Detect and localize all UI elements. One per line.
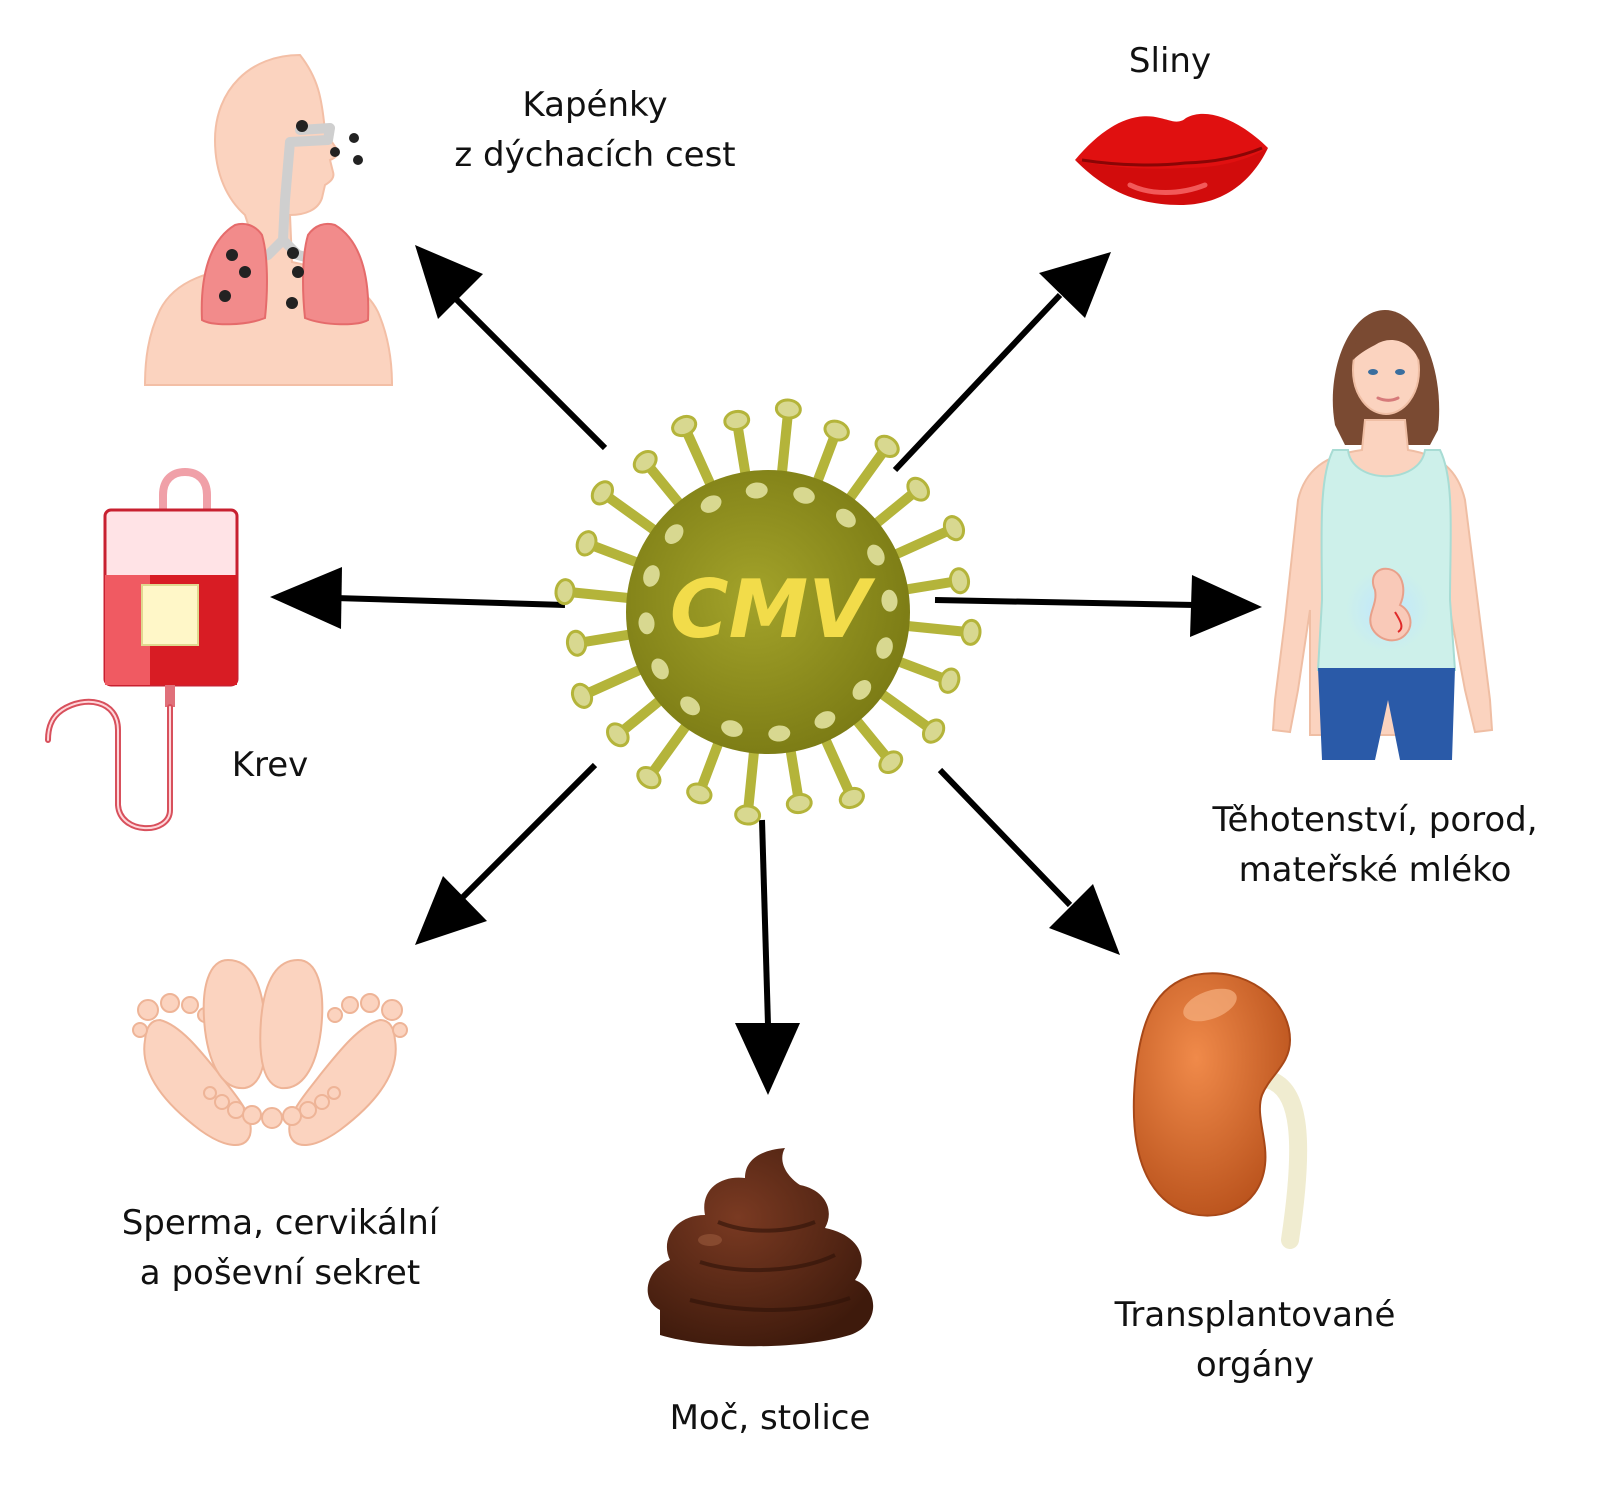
virus-spike: [643, 715, 695, 783]
virus-spike-tip: [878, 750, 904, 774]
virus-surface-dot: [836, 508, 856, 528]
virus-spike-tip: [686, 782, 713, 805]
virus-surface-dot: [793, 487, 815, 504]
virus-spike-tip: [948, 567, 971, 595]
arrows: [270, 245, 1262, 1095]
label-blood-line1: Krev: [231, 745, 309, 785]
blood-bag-icon: [45, 467, 239, 832]
label-pregnancy: Těhotenství, porod, mateřské mléko: [1155, 795, 1595, 895]
virus-surface-dot: [876, 637, 893, 659]
virus-spike: [679, 421, 718, 495]
arrow-to-transplant: [937, 767, 1120, 955]
virus-spike: [597, 487, 665, 539]
label-droplets: Kapénky z dýchacích cest: [405, 80, 785, 180]
virus-spike-tip: [632, 450, 658, 474]
label-transplant-line1: Transplantované: [1114, 1295, 1396, 1335]
virus-surface-dot: [664, 524, 684, 544]
label-saliva: Sliny: [1070, 36, 1270, 86]
virus-spike-tip: [906, 476, 930, 502]
label-blood: Krev: [200, 740, 340, 790]
virus-surface-dot: [651, 658, 669, 680]
arrow-to-saliva: [892, 252, 1111, 473]
virus-spike: [871, 685, 939, 737]
virus-spike-tip: [590, 480, 615, 506]
label-excreta: Moč, stolice: [620, 1393, 920, 1443]
virus-spike-tip: [874, 434, 900, 459]
virus-spike-tip: [921, 718, 946, 744]
label-droplets-line2: z dýchacích cest: [454, 135, 736, 175]
virus-spike: [841, 441, 893, 509]
virus-surface-dot: [852, 680, 872, 700]
lips-icon: [1075, 113, 1268, 205]
feces-icon: [647, 1148, 874, 1347]
virus-spike-tip: [606, 722, 630, 748]
virus-surface-dot: [768, 725, 791, 742]
virus-spike-tip: [785, 792, 813, 815]
virus-spike-tip: [734, 804, 762, 826]
label-excreta-line1: Moč, stolice: [669, 1398, 871, 1438]
arrow-to-sexual: [415, 762, 598, 945]
virus-surface-dot: [643, 565, 660, 587]
virus-spike-tip: [554, 578, 576, 606]
label-transplant-line2: orgány: [1195, 1345, 1315, 1385]
label-pregnancy-line1: Těhotenství, porod,: [1212, 800, 1538, 840]
virus-spike-tip: [575, 530, 598, 557]
pregnant-woman-icon: [1271, 310, 1494, 760]
virus-surface-dot: [881, 589, 898, 612]
label-pregnancy-line2: mateřské mléko: [1238, 850, 1512, 890]
virus-spike-tip: [960, 618, 982, 646]
kidney-icon: [1132, 972, 1308, 1249]
virus-spikes: [554, 398, 982, 826]
virus-surface-dot: [638, 612, 655, 635]
virus-spike: [896, 620, 976, 638]
respiratory-system-icon: [143, 53, 394, 386]
virus-surface-dots: [638, 482, 898, 742]
virus-surface-dot: [700, 495, 722, 513]
arrow-to-blood: [270, 567, 566, 629]
virus-spike-tip: [671, 414, 698, 438]
virus-spike: [577, 662, 651, 701]
label-sexual-line2: a poševní sekret: [139, 1253, 421, 1293]
virus-surface-dot: [867, 544, 885, 566]
feet-icon: [132, 958, 408, 1147]
cmv-virus-icon: [554, 398, 982, 826]
label-droplets-line1: Kapénky: [522, 85, 668, 125]
arrow-to-pregnancy: [934, 575, 1262, 637]
arrow-to-excreta: [735, 819, 800, 1095]
virus-spike-tip: [838, 786, 865, 810]
virus-spike-tip: [938, 667, 961, 694]
center-label: CMV: [640, 560, 900, 660]
virus-spike: [885, 523, 959, 562]
label-sexual: Sperma, cervikální a poševní sekret: [60, 1198, 500, 1298]
virus-spike: [742, 740, 760, 820]
virus-spike-tip: [774, 398, 802, 420]
virus-spike-tip: [823, 419, 850, 442]
virus-surface-dot: [680, 696, 700, 716]
virus-spike-tip: [942, 515, 966, 542]
label-sexual-line1: Sperma, cervikální: [121, 1203, 439, 1243]
label-transplant: Transplantované orgány: [1065, 1290, 1445, 1390]
virus-spike-tip: [565, 629, 588, 657]
virus-spike-tip: [570, 682, 594, 709]
virus-spike: [818, 729, 857, 803]
cmv-label: CMV: [669, 563, 871, 656]
virus-surface-dot: [745, 482, 768, 499]
virus-surface-dot: [721, 720, 743, 737]
virus-spike-tip: [723, 409, 751, 432]
label-saliva-line1: Sliny: [1128, 41, 1212, 81]
virus-spike-tip: [636, 765, 662, 790]
virus-spike: [776, 404, 794, 484]
arrow-to-droplets: [415, 245, 608, 451]
virus-surface-dot: [814, 711, 836, 729]
virus-spike: [560, 586, 640, 604]
